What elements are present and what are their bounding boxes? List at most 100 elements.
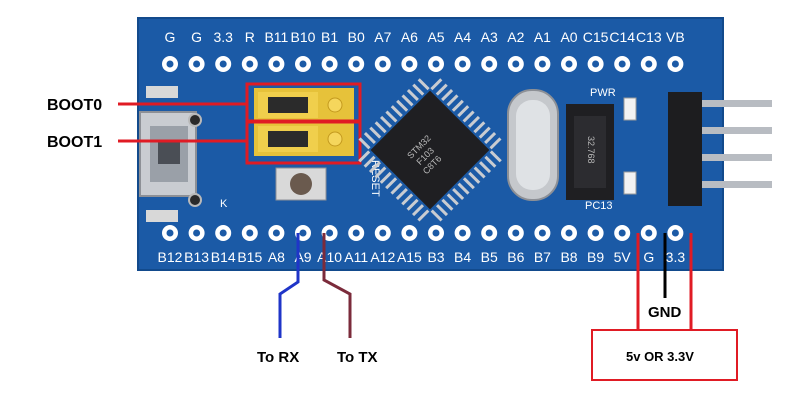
rtc-crystal [566,104,614,200]
top-pin-hole-center [618,60,626,68]
top-pin-hole-center [565,60,573,68]
bottom-pin-hole-center [485,229,493,237]
top-pin-hole-center [432,60,440,68]
top-pin-hole-center [193,60,201,68]
top-pin-label: A2 [507,29,524,45]
pwr-led [623,97,637,121]
bottom-pin-hole-center [352,229,360,237]
bottom-pin-label: B12 [158,249,183,265]
bottom-pin-label: A11 [344,249,368,265]
bottom-pin-hole-center [246,229,254,237]
top-pin-label: C14 [609,29,635,45]
top-pin-label: A6 [401,29,418,45]
top-pin-hole-center [272,60,280,68]
bottom-pin-label: A10 [317,249,342,265]
top-pin-hole-center [645,60,653,68]
swd-header [668,92,772,206]
top-pin-label: C15 [583,29,609,45]
mcu-chip: STM32 F103 C8T6 [358,78,502,222]
bottom-pin-hole-center [166,229,174,237]
bottom-pin-label: B4 [454,249,471,265]
gnd-label: GND [648,304,682,321]
top-pin-label: A4 [454,29,471,45]
rx-wire [278,233,300,338]
bottom-pin-hole-center [219,229,227,237]
usb-connector [139,111,197,197]
bottom-pin-label: B7 [534,249,551,265]
bottom-pin-hole-center [565,229,573,237]
bottom-pin-hole-center [671,229,679,237]
top-pin-label: VB [666,29,685,45]
top-pin-label: B11 [264,29,288,45]
bottom-pin-hole-center [193,229,201,237]
top-pin-hole-center [485,60,493,68]
bottom-pin-hole-center [592,229,600,237]
top-pin-hole-center [538,60,546,68]
rtc-crystal-marking: 32.768 [586,136,596,164]
bottom-pin-hole-center [618,229,626,237]
bottom-pin-hole-center [405,229,413,237]
top-pin-label: A0 [560,29,577,45]
top-pin-hole-center [299,60,307,68]
usb-pads [146,86,202,222]
boot0-label: BOOT0 [47,97,102,114]
bottom-pin-hole-center [459,229,467,237]
top-pin-label: R [245,29,255,45]
pwr-silk: PWR [590,87,616,99]
top-pin-label: C13 [636,29,662,45]
bottom-pin-hole-center [326,229,334,237]
bottom-pin-hole-center [645,229,653,237]
top-pin-label: A7 [374,29,391,45]
bottom-pin-label: B14 [211,249,236,265]
top-pin-hole-center [671,60,679,68]
bottom-pin-label: A8 [268,249,285,265]
top-pin-hole-center [246,60,254,68]
top-pin-label: A3 [481,29,498,45]
main-crystal [507,89,559,201]
pc13-led [623,171,637,195]
bottom-pin-hole-center [512,229,520,237]
bottom-pin-label: A15 [397,249,422,265]
power-box [591,329,738,381]
top-pin-label: A1 [534,29,551,45]
top-pin-label: B1 [321,29,338,45]
power-label: 5v OR 3.3V [626,349,694,364]
top-pin-hole-center [459,60,467,68]
top-pin-label: G [165,29,176,45]
top-pin-hole-center [512,60,520,68]
bottom-pin-row [162,225,684,241]
tx-label: To TX [337,349,378,366]
pcb-edge [137,17,724,271]
bottom-pin-hole-center [538,229,546,237]
bottom-pin-label: B9 [587,249,604,265]
bottom-pin-hole-center [272,229,280,237]
top-pin-label: A5 [427,29,444,45]
top-pin-label: B0 [348,29,365,45]
boot1-label: BOOT1 [47,134,102,151]
top-pin-hole-center [219,60,227,68]
bottom-pin-label: G [643,249,654,265]
top-pin-hole-center [352,60,360,68]
top-pin-label: G [191,29,202,45]
bottom-pin-hole-center [299,229,307,237]
top-pin-label: 3.3 [213,29,233,45]
reset-button [275,167,327,201]
top-pin-hole-center [326,60,334,68]
k-silk: K [220,198,228,210]
bottom-pin-label: 3.3 [666,249,686,265]
bottom-pin-label: B3 [427,249,444,265]
pc13-silk: PC13 [585,200,613,212]
wires [118,102,693,338]
bottom-pin-label: B15 [237,249,262,265]
top-pin-label: B10 [291,29,316,45]
bottom-pin-label: B13 [184,249,209,265]
top-pin-hole-center [166,60,174,68]
top-pin-row [162,56,684,72]
tx-wire [322,233,352,338]
top-pin-hole-center [592,60,600,68]
rx-label: To RX [257,349,299,366]
bottom-pin-hole-center [432,229,440,237]
